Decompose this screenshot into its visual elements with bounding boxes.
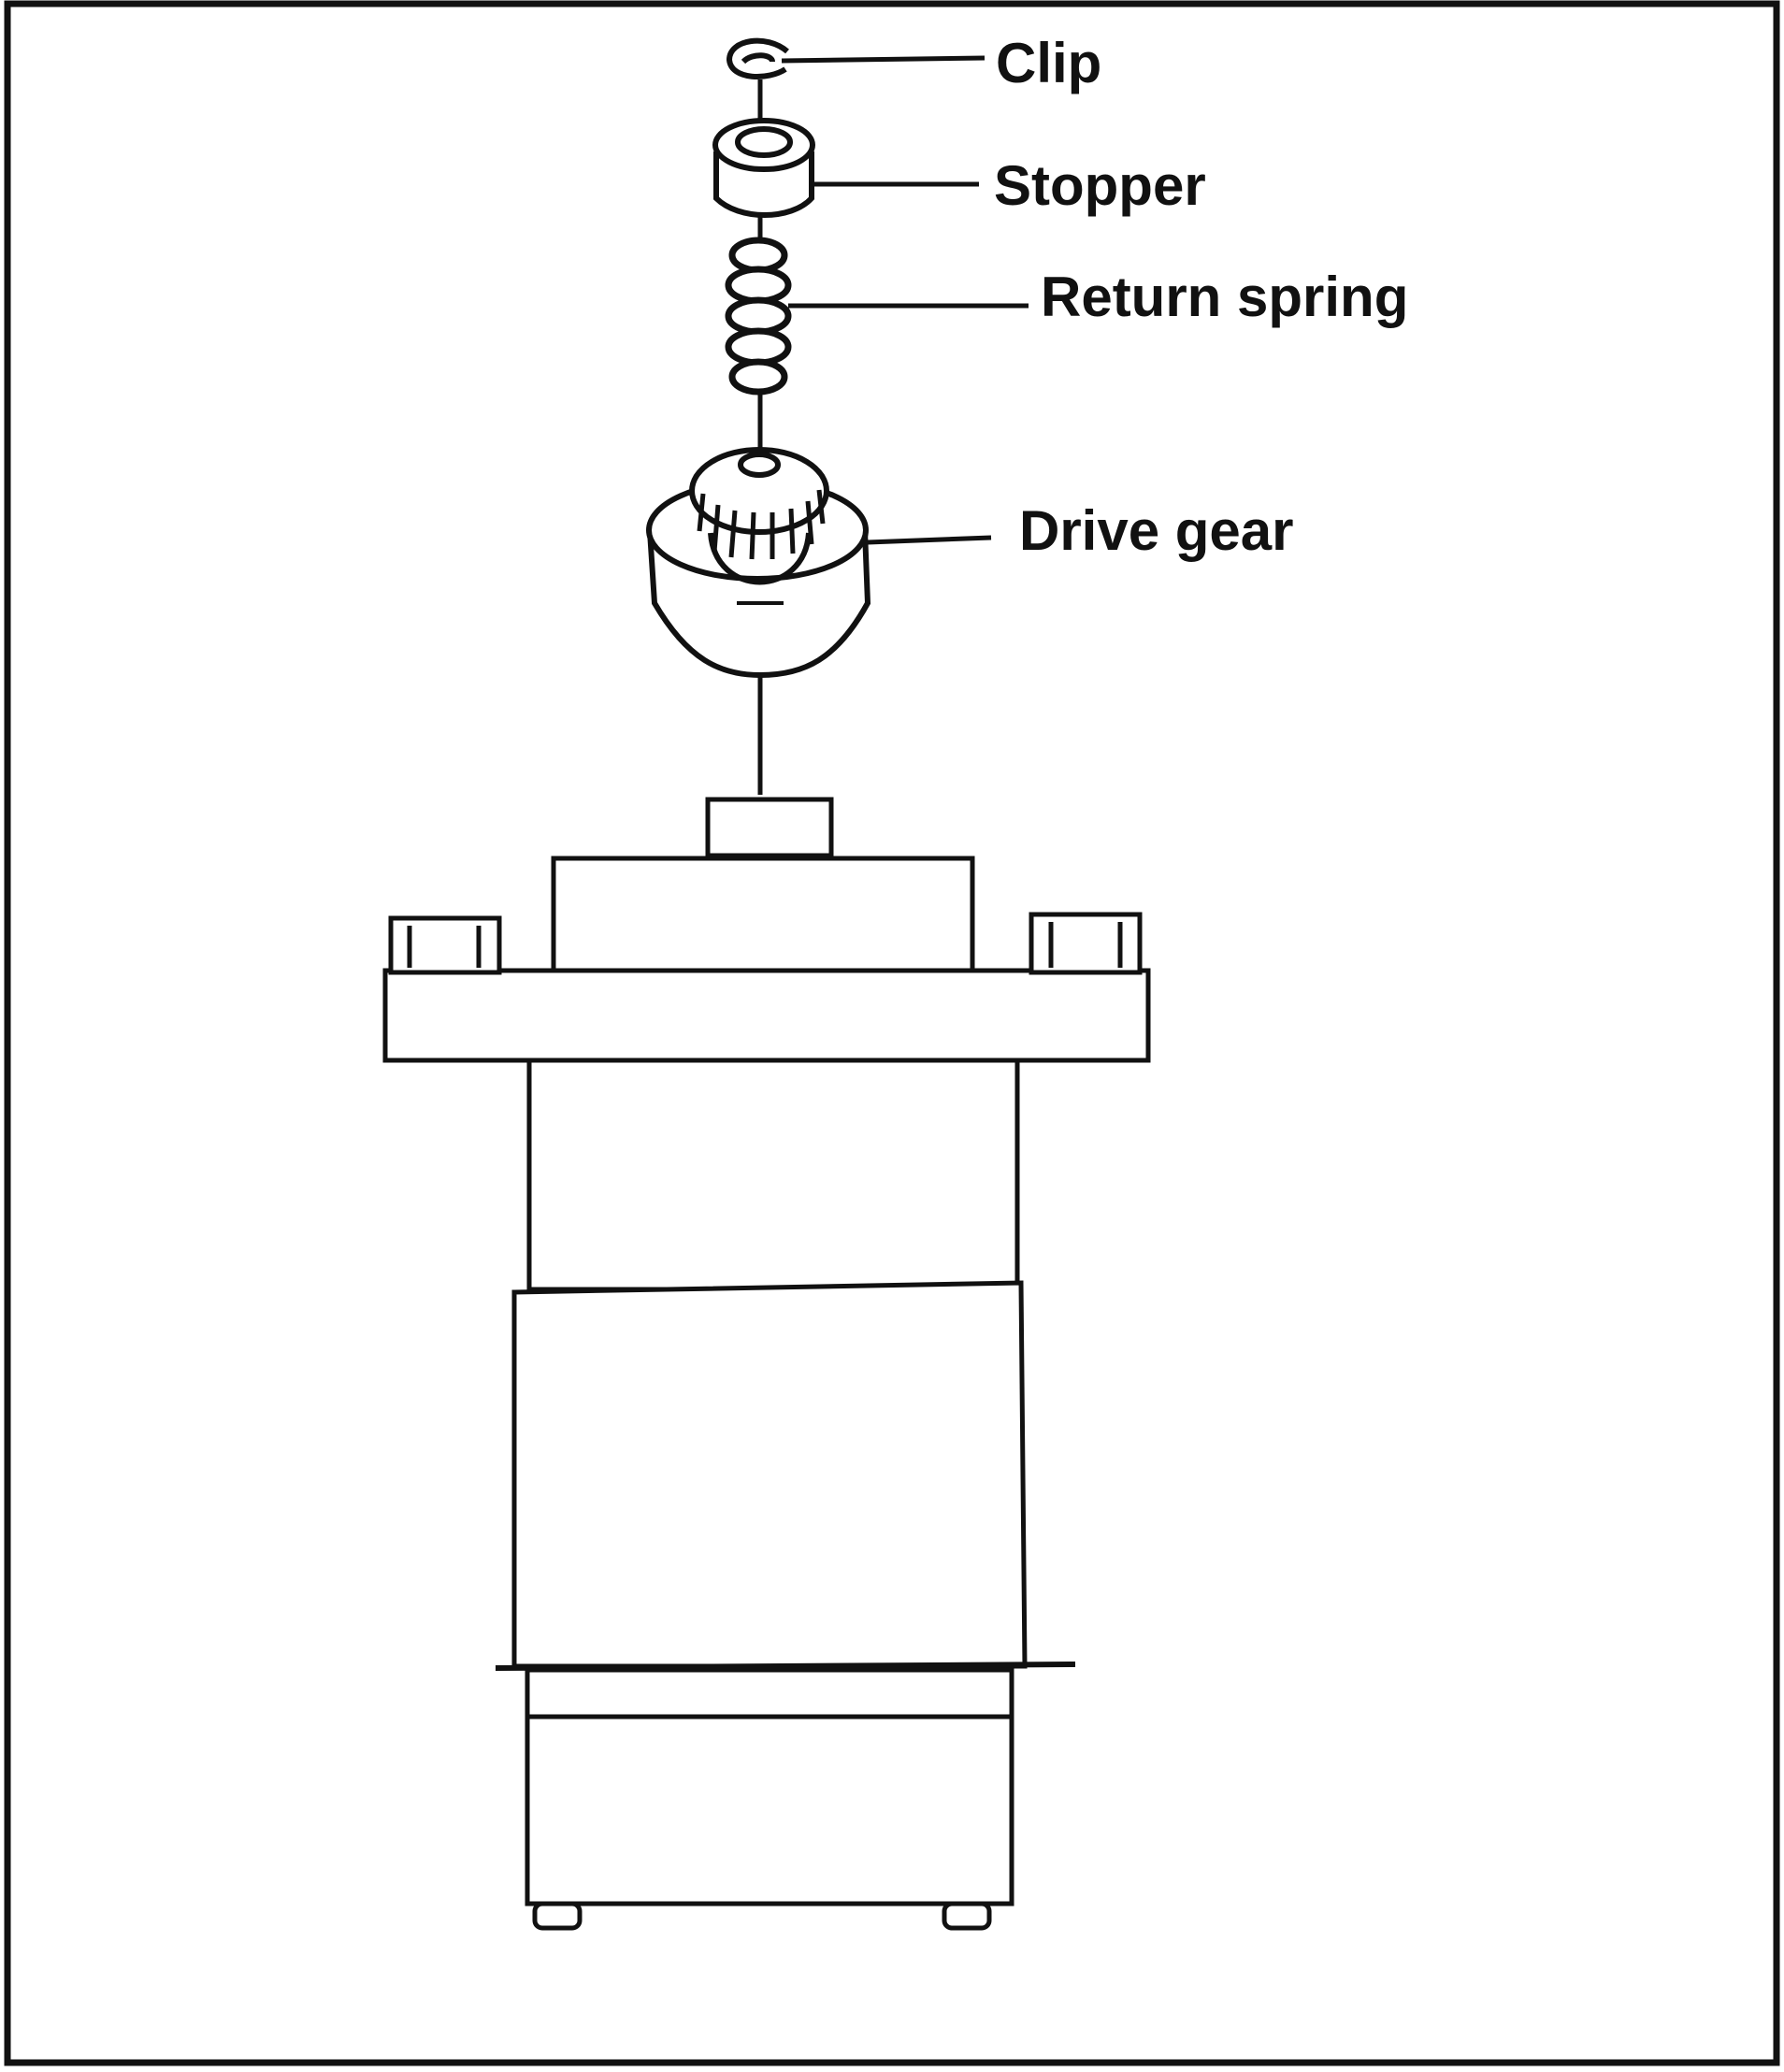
motor-upper-body	[526, 1058, 1020, 1292]
motor-shaft-stub	[705, 797, 834, 858]
left-foot	[532, 1901, 583, 1931]
motor-body	[382, 797, 1151, 1931]
clip-leader-line	[781, 55, 986, 64]
drive-gear-leader-line	[867, 535, 992, 545]
drive-gear-part	[646, 447, 871, 679]
return-spring-label: Return spring	[1041, 266, 1408, 328]
stopper-label: Stopper	[994, 154, 1206, 217]
leader-lines	[781, 55, 1029, 545]
right-foot	[942, 1901, 992, 1931]
return-spring-part	[725, 237, 792, 396]
motor-end-cap	[525, 1714, 1014, 1907]
clip-part	[726, 37, 789, 79]
motor-end-band	[525, 1667, 1014, 1719]
diagram-border	[4, 0, 1780, 2066]
clip-label: Clip	[996, 32, 1101, 94]
motor-top-housing	[551, 856, 975, 972]
left-bolt-head	[388, 915, 502, 975]
motor-main-case	[511, 1280, 1028, 1669]
right-bolt-head	[1029, 912, 1143, 975]
drive-gear-label: Drive gear	[1019, 499, 1294, 562]
stopper-part	[712, 118, 815, 218]
motor-flange-plate	[382, 968, 1151, 1063]
